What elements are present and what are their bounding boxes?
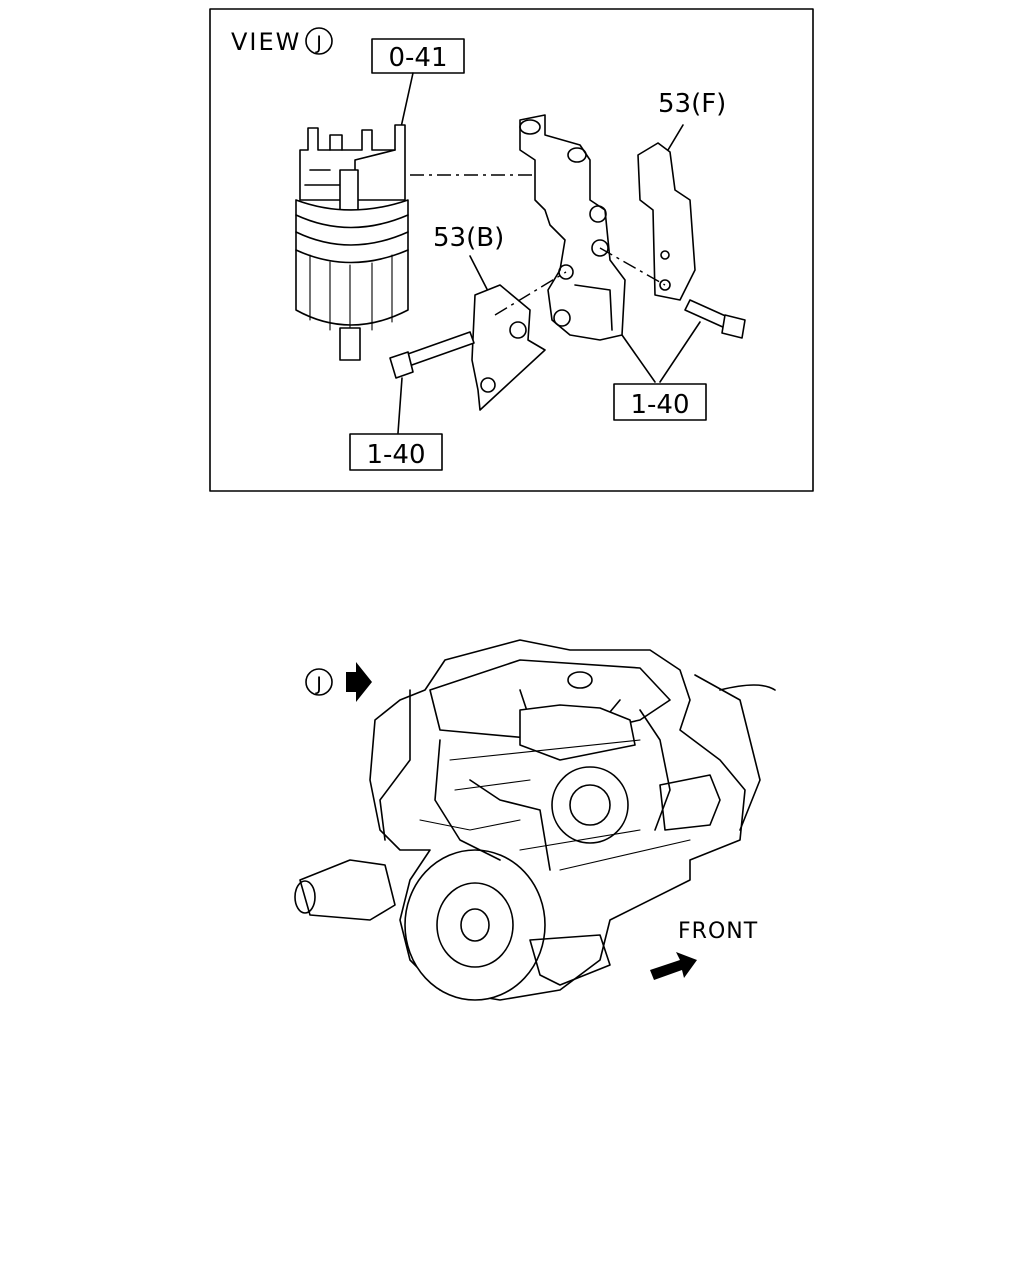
callout-box-bolt-right (613, 383, 707, 421)
view-marker-letter: J (315, 673, 322, 695)
view-label: VIEW (231, 28, 301, 56)
leader-bolt-left (397, 377, 403, 434)
rear-bracket (471, 284, 546, 411)
engine-overview: J (294, 639, 776, 1001)
callout-box-bolt-left (349, 433, 443, 471)
callout-bolt-right: 1-40 (630, 390, 689, 420)
callout-filter: 0-41 (388, 43, 447, 73)
front-arrow-icon (650, 952, 697, 980)
view-arrow-icon (346, 662, 372, 702)
bolt-left (389, 331, 475, 379)
view-j-panel: VIEW J 0-41 (209, 8, 814, 492)
fuel-filter (295, 124, 409, 361)
align-line-bolt-left (494, 271, 567, 316)
leader-bracket-back (469, 255, 491, 296)
front-label: FRONT (678, 919, 758, 944)
mounting-bracket (519, 114, 626, 341)
front-bracket (637, 142, 696, 301)
callout-bracket-front: 53(F) (658, 89, 726, 119)
callout-box-filter (371, 38, 465, 74)
leader-bolt-right-a (621, 334, 656, 383)
leader-bolt-right-b (659, 321, 701, 383)
bolt-right (684, 299, 746, 339)
view-marker-circle (305, 668, 333, 696)
callout-bracket-back: 53(B) (433, 223, 504, 253)
view-letter-circle (305, 27, 333, 55)
align-line-bolt-right (599, 247, 666, 286)
view-letter: J (315, 32, 322, 54)
callout-bolt-left: 1-40 (366, 440, 425, 470)
panel-frame (209, 8, 814, 492)
